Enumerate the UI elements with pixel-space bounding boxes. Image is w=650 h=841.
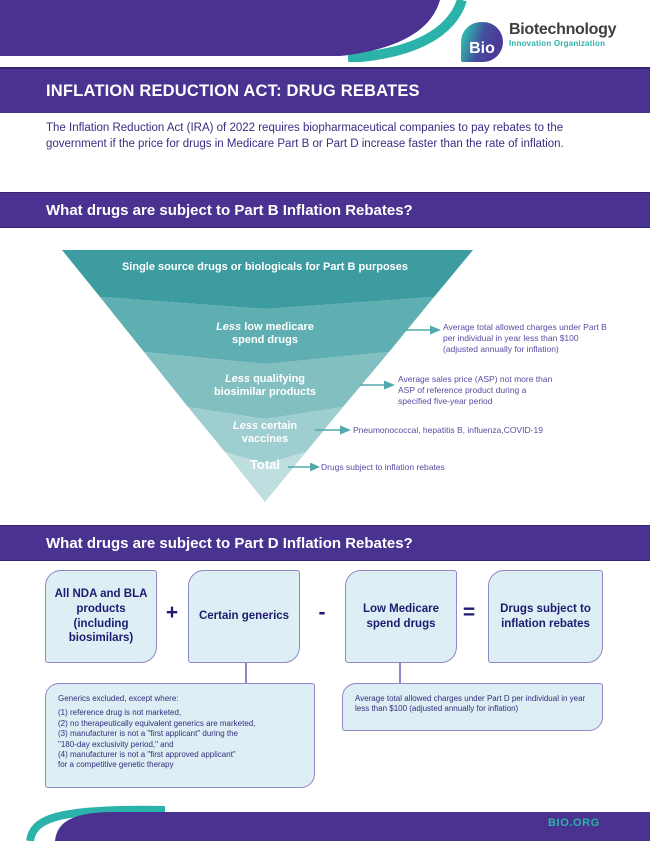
- funnel-layer-1-text: Single source drugs or biologicals for P…: [121, 261, 409, 273]
- box-certain-generics-text: Certain generics: [198, 610, 290, 623]
- funnel-layer-3-text: qualifying biosimilar products: [213, 373, 317, 398]
- section-heading-part-d-text: What drugs are subject to Part D Inflati…: [46, 534, 413, 552]
- funnel-layer-3-label: Less qualifying biosimilar products: [205, 373, 325, 399]
- box-drugs-subject-rebates-text: Drugs subject to inflation rebates: [500, 602, 591, 630]
- funnel-layer-5-shape: [225, 452, 306, 502]
- annotation-biosimilars: Average sales price (ASP) not more than …: [398, 374, 553, 407]
- funnel-layer-4-label: Less certain vaccines: [215, 420, 315, 446]
- box-low-medicare-spend-text: Low Medicare spend drugs: [362, 602, 440, 630]
- connector-generics-note: [245, 663, 247, 683]
- footer-teal-curve: [26, 805, 166, 841]
- operator-minus: -: [318, 601, 326, 624]
- funnel-layer-2-prefix: Less: [216, 321, 242, 333]
- generics-note-line-4: "180-day exclusivity period," and: [58, 739, 174, 749]
- funnel-layer-3-shape: [144, 352, 389, 419]
- bio-logo: Bio Biotechnology Innovation Organizatio…: [461, 21, 617, 62]
- generics-note-line-2: (2) no therapeutically equivalent generi…: [58, 718, 256, 728]
- funnel-layer-5-text: Total: [249, 457, 281, 472]
- generics-note-heading: Generics excluded, except where:: [58, 694, 179, 703]
- funnel-layer-2-label: Less low medicare spend drugs: [205, 321, 325, 347]
- funnel-layer-4-text: certain vaccines: [241, 420, 298, 445]
- bio-logo-text: Biotechnology Innovation Organization: [509, 21, 617, 48]
- header-banner: [0, 0, 467, 62]
- box-drugs-subject-rebates: Drugs subject to inflation rebates: [488, 570, 603, 663]
- annotation-vaccines: Pneumonococcal, hepatitis B, influenza,C…: [353, 425, 543, 435]
- funnel-layer-2-shape: [100, 297, 434, 364]
- funnel-layer-1-shape: [62, 250, 473, 309]
- funnel-layer-4-prefix: Less: [232, 420, 258, 432]
- funnel-layer-1-label: Single source drugs or biologicals for P…: [90, 261, 440, 274]
- bio-logo-mark-text: Bio: [469, 40, 495, 57]
- funnel-arrowheads: [310, 325, 441, 472]
- header-purple-shape: [0, 0, 440, 56]
- intro-paragraph: The Inflation Reduction Act (IRA) of 202…: [46, 122, 564, 150]
- generics-excluded-note: Generics excluded, except where: (1) ref…: [45, 683, 315, 788]
- funnel-arrows: [288, 329, 430, 468]
- funnel-layer-3-prefix: Less: [224, 373, 251, 385]
- generics-note-line-5: (4) manufacturer is not a "first approve…: [58, 749, 236, 759]
- funnel-layer-4-shape: [188, 407, 343, 464]
- connector-spend-note: [399, 663, 401, 683]
- logo-org-tagline: Innovation Organization: [509, 38, 606, 48]
- funnel-layer-5-label: Total: [240, 457, 290, 472]
- document-title-bar: INFLATION REDUCTION ACT: DRUG REBATES: [0, 67, 650, 113]
- operator-equals: =: [462, 601, 476, 624]
- box-nda-bla-products: All NDA and BLA products (including bios…: [45, 570, 157, 663]
- footer-banner: [26, 805, 650, 841]
- bio-org-link[interactable]: BIO.ORG: [548, 817, 600, 829]
- box-low-medicare-spend: Low Medicare spend drugs: [345, 570, 457, 663]
- annotation-low-medicare-spend: Average total allowed charges under Part…: [443, 322, 607, 355]
- bio-logo-icon: Bio: [461, 22, 503, 62]
- logo-org-name: Biotechnology: [509, 21, 617, 38]
- part-b-funnel-diagram: [62, 250, 473, 502]
- part-d-spend-note: Average total allowed charges under Part…: [342, 683, 603, 731]
- generics-note-line-3: (3) manufacturer is not a "first applica…: [58, 729, 238, 739]
- box-certain-generics: Certain generics: [188, 570, 300, 663]
- operator-plus: +: [165, 601, 179, 624]
- footer-purple-shape: [55, 812, 650, 841]
- generics-note-line-1: (1) reference drug is not marketed,: [58, 708, 182, 718]
- section-heading-part-b-text: What drugs are subject to Part B Inflati…: [46, 201, 413, 219]
- funnel-layer-2-text: low medicare spend drugs: [231, 321, 314, 346]
- generics-note-line-6: for a competitive genetic therapy: [58, 760, 174, 770]
- annotation-total: Drugs subject to inflation rebates: [321, 462, 445, 472]
- box-nda-bla-products-text: All NDA and BLA products (including bios…: [54, 588, 148, 645]
- header-teal-curve: [347, 0, 467, 62]
- section-heading-part-b: What drugs are subject to Part B Inflati…: [0, 192, 650, 228]
- page-title: INFLATION REDUCTION ACT: DRUG REBATES: [46, 81, 420, 100]
- section-heading-part-d: What drugs are subject to Part D Inflati…: [0, 525, 650, 561]
